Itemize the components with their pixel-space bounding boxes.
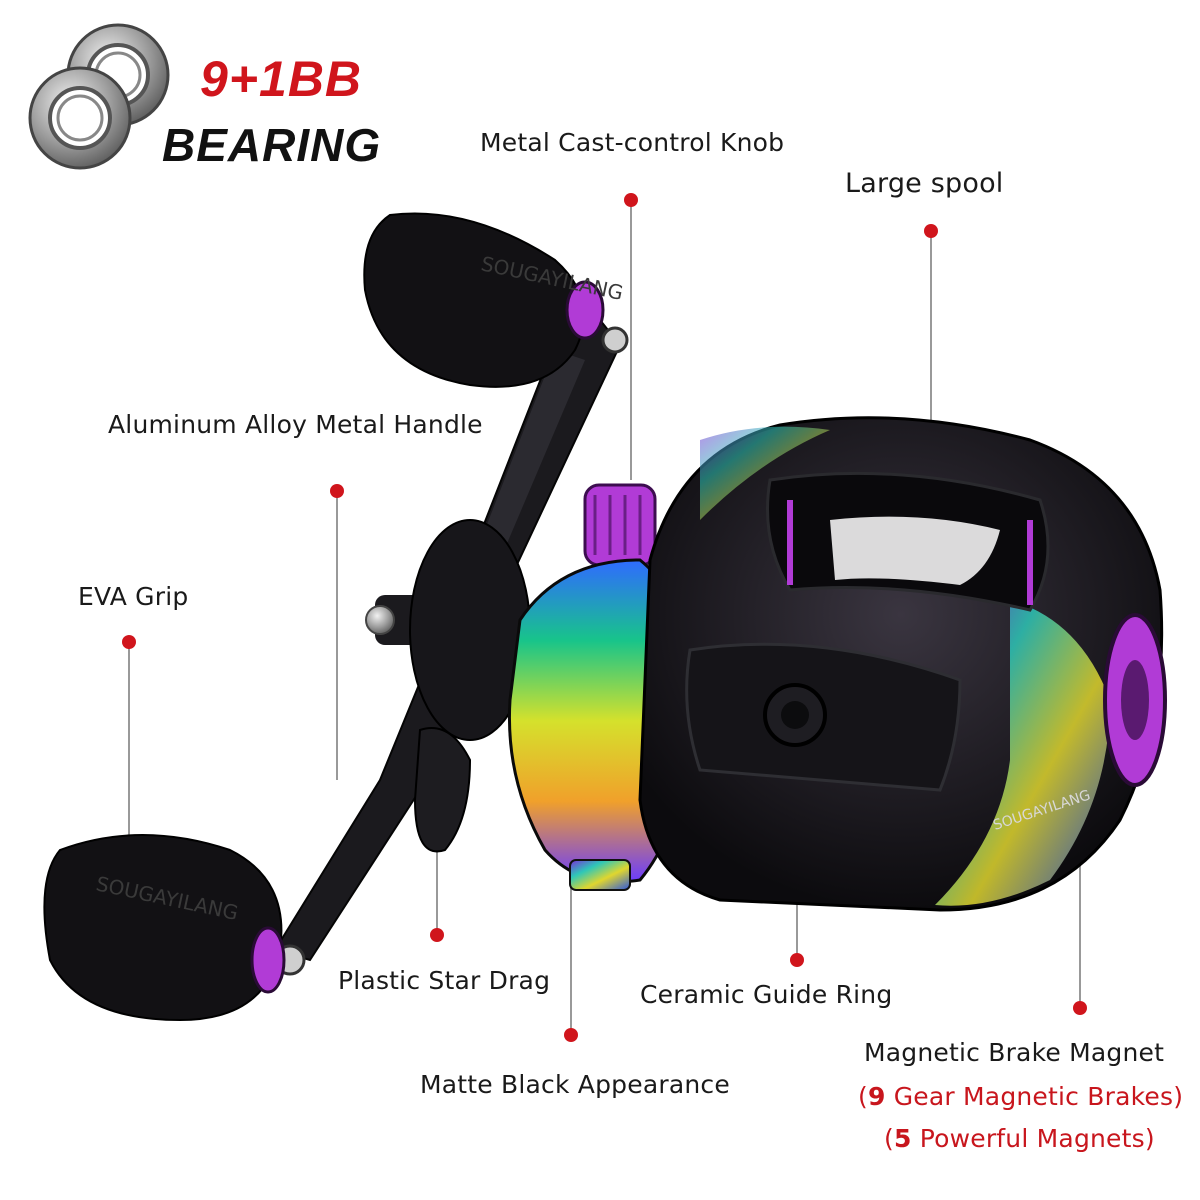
brake-gears-text: Gear Magnetic Brakes) bbox=[885, 1082, 1184, 1111]
brake-gears-open-paren: ( bbox=[858, 1082, 868, 1111]
side-latch bbox=[569, 859, 631, 891]
label-cast-control-knob: Metal Cast-control Knob bbox=[480, 128, 785, 157]
marker-dots bbox=[122, 193, 1087, 1042]
reel-body: SOUGAYILANG bbox=[638, 416, 1167, 912]
label-large-spool: Large spool bbox=[845, 168, 1004, 199]
label-brake-magnets: (5 Powerful Magnets) bbox=[884, 1124, 1155, 1153]
star-drag bbox=[413, 727, 472, 853]
bearing-icon bbox=[28, 23, 170, 170]
label-guide-ring: Ceramic Guide Ring bbox=[640, 980, 893, 1009]
label-appearance: Matte Black Appearance bbox=[420, 1070, 730, 1099]
label-brake-magnet: Magnetic Brake Magnet bbox=[864, 1038, 1165, 1067]
reel-axle bbox=[365, 519, 531, 741]
bearing-count: 9+1BB bbox=[200, 51, 363, 107]
label-eva-grip: EVA Grip bbox=[78, 582, 189, 611]
cast-control-knob bbox=[583, 483, 657, 567]
label-star-drag: Plastic Star Drag bbox=[338, 966, 551, 995]
brake-magnets-open-paren: ( bbox=[884, 1124, 894, 1153]
brake-magnets-text: Powerful Magnets) bbox=[911, 1124, 1155, 1153]
brake-magnets-number: 5 bbox=[893, 1124, 912, 1153]
label-brake-gears: (9 Gear Magnetic Brakes) bbox=[858, 1082, 1183, 1111]
bearing-title: BEARING bbox=[162, 119, 382, 171]
brake-gears-number: 9 bbox=[867, 1082, 886, 1111]
label-handle: Aluminum Alloy Metal Handle bbox=[108, 410, 483, 439]
